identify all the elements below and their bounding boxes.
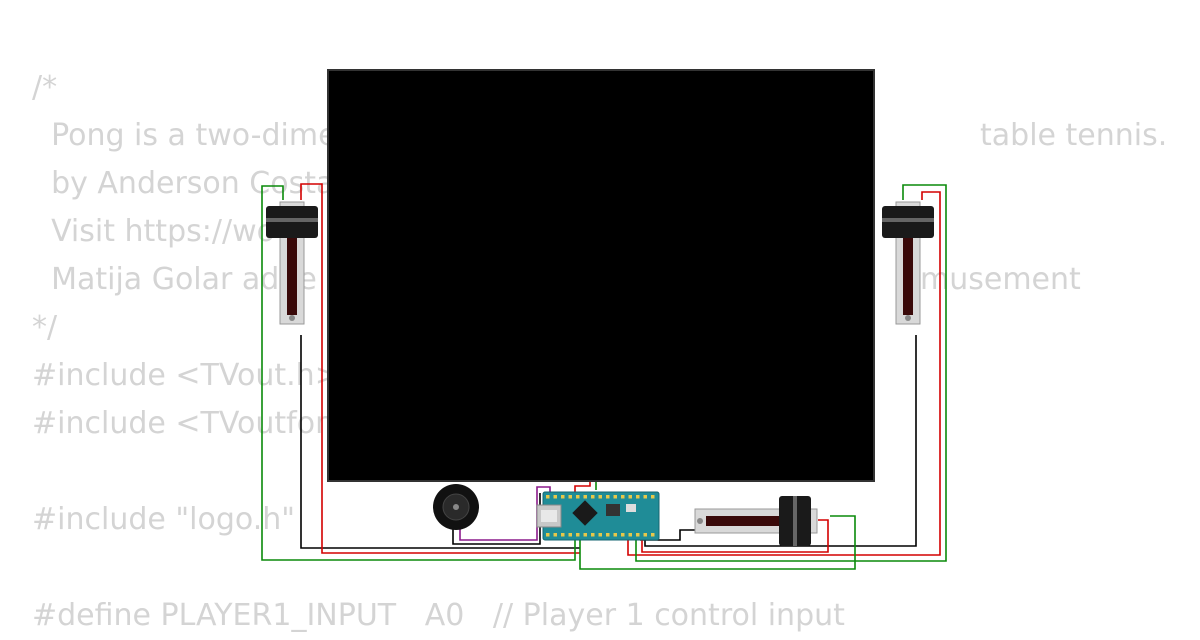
code-fragment: table tennis. <box>980 118 1168 153</box>
nano-pin[interactable] <box>591 495 595 499</box>
nano-pin[interactable] <box>621 495 625 499</box>
wire-green[interactable] <box>635 184 947 562</box>
nano-pin[interactable] <box>553 495 558 499</box>
usb-port-inner <box>541 510 557 522</box>
nano-pin[interactable] <box>628 495 633 499</box>
nano-pin[interactable] <box>651 495 655 499</box>
wire-green[interactable] <box>579 515 856 570</box>
nano-pin[interactable] <box>643 495 648 499</box>
slide-potentiometer-horizontal[interactable] <box>694 496 818 546</box>
wire-black[interactable] <box>300 335 580 549</box>
nano-pin[interactable] <box>576 533 580 537</box>
wire-red[interactable] <box>300 183 580 554</box>
code-line: */ <box>32 310 58 345</box>
code-line: by Anderson Costa <box>32 166 335 201</box>
code-line: #define PLAYER1_INPUT A0 // Player 1 con… <box>32 598 845 633</box>
wire-green[interactable] <box>261 185 576 561</box>
code-line: /* <box>32 70 58 105</box>
nano-pin[interactable] <box>561 533 565 537</box>
nano-pin[interactable] <box>636 533 640 537</box>
tv-screen[interactable] <box>327 69 875 482</box>
nano-pin[interactable] <box>606 495 610 499</box>
code-line: #include <TVoutfon <box>32 406 335 441</box>
wire-black[interactable] <box>640 529 697 541</box>
piezo-buzzer[interactable] <box>433 484 479 530</box>
regulator-icon <box>606 504 620 516</box>
nano-pin[interactable] <box>598 495 603 499</box>
nano-pin[interactable] <box>651 533 655 537</box>
buzzer-hole-icon <box>453 504 459 510</box>
wire-black[interactable] <box>644 335 917 547</box>
wire-red[interactable] <box>641 519 829 553</box>
nano-pin[interactable] <box>561 495 565 499</box>
wire-red[interactable] <box>574 480 591 494</box>
mcu-chip-icon <box>572 500 598 526</box>
nano-pin-headers <box>546 495 655 537</box>
nano-pin[interactable] <box>553 533 558 537</box>
pot-track <box>287 215 297 315</box>
pot-knob-stripe <box>266 218 318 222</box>
nano-pin[interactable] <box>583 533 588 537</box>
pot-track <box>903 215 913 315</box>
nano-pin[interactable] <box>576 495 580 499</box>
nano-pin[interactable] <box>583 495 588 499</box>
arduino-nano[interactable] <box>536 491 660 541</box>
pot-knob-stripe <box>882 218 934 222</box>
nano-pin[interactable] <box>613 533 618 537</box>
nano-pin[interactable] <box>546 533 550 537</box>
nano-pin[interactable] <box>636 495 640 499</box>
pot-screw-icon <box>697 518 703 524</box>
nano-pin[interactable] <box>568 533 573 537</box>
code-line: #include "logo.h" <box>32 502 296 537</box>
pot-screw-icon <box>289 315 295 321</box>
led-icon <box>626 504 636 512</box>
slide-potentiometer-player2[interactable] <box>882 201 934 325</box>
pot-track <box>706 516 806 526</box>
nano-pin[interactable] <box>568 495 573 499</box>
nano-pin[interactable] <box>546 495 550 499</box>
nano-pin[interactable] <box>598 533 603 537</box>
nano-pin[interactable] <box>643 533 648 537</box>
wire-red[interactable] <box>627 191 941 556</box>
pot-screw-icon <box>905 315 911 321</box>
tv-display[interactable] <box>327 69 875 482</box>
nano-pin[interactable] <box>621 533 625 537</box>
nano-pin[interactable] <box>613 495 618 499</box>
code-line: Visit https://wo <box>32 214 275 249</box>
pot-knob-stripe <box>793 496 797 546</box>
nano-pin[interactable] <box>591 533 595 537</box>
nano-pin[interactable] <box>628 533 633 537</box>
nano-pin[interactable] <box>606 533 610 537</box>
code-line: #include <TVout.h> <box>32 358 340 393</box>
wires <box>261 183 947 570</box>
slide-potentiometer-player1[interactable] <box>266 201 318 325</box>
